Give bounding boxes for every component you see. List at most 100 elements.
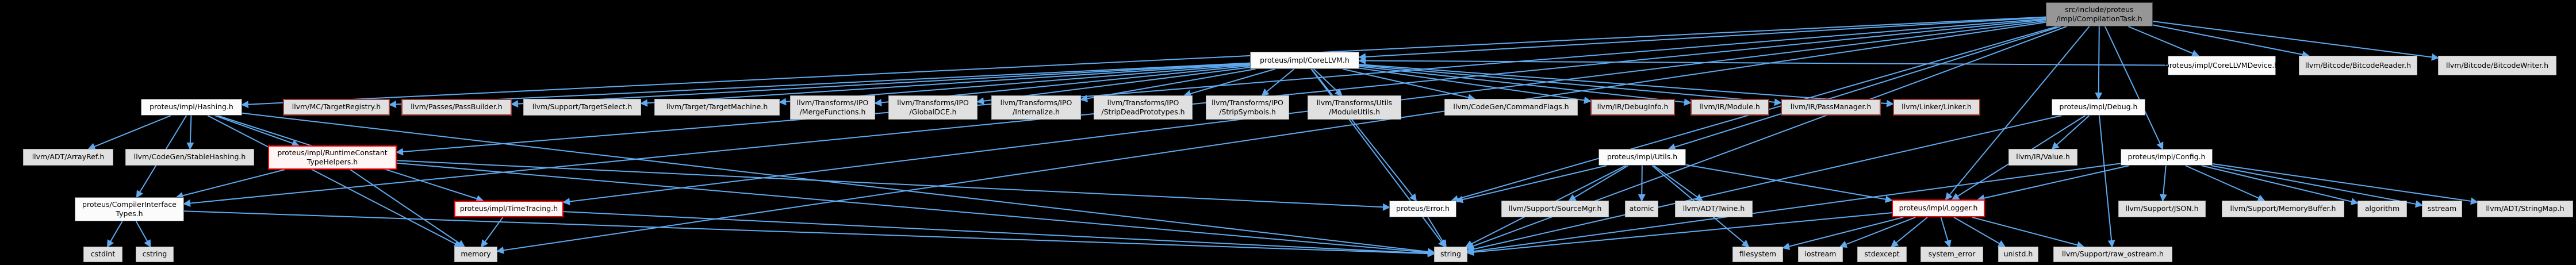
- graph-node-system-error[interactable]: system_error: [1920, 247, 1983, 262]
- graph-node-target-select[interactable]: llvm/Support/TargetSelect.h: [523, 99, 641, 116]
- edge-hashing-to-stable-hashing: [186, 115, 194, 150]
- edge-core-llvm-to-debug-info: [1359, 67, 1592, 104]
- graph-node-logger[interactable]: proteus/impl/Logger.h: [1892, 199, 1985, 217]
- edge-core-llvm-to-strip-dead-prototypes: [1183, 68, 1275, 98]
- edge-logger-to-iostream: [1839, 217, 1916, 248]
- graph-node-command-flags[interactable]: llvm/CodeGen/CommandFlags.h: [1444, 99, 1578, 116]
- edge-compilation-task-to-time-tracing: [562, 20, 2046, 205]
- edge-core-llvm-to-strip-symbols: [1261, 68, 1295, 97]
- graph-node-iostream[interactable]: iostream: [1798, 247, 1843, 262]
- edge-debug-to-raw-ostream: [2098, 115, 2115, 248]
- edge-utils-to-error: [1455, 165, 1607, 203]
- graph-node-linker[interactable]: llvm/Linker/Linker.h: [1893, 99, 1980, 116]
- edge-core-llvm-to-target-select: [640, 63, 1251, 107]
- graph-node-compilation-task[interactable]: src/include/proteus /impl/CompilationTas…: [2046, 2, 2153, 26]
- graph-node-global-dce[interactable]: llvm/Transforms/IPO /GlobalDCE.h: [888, 95, 977, 120]
- edge-config-to-string-map: [2212, 163, 2478, 205]
- edge-logger-to-raw-ostream: [1972, 217, 2085, 249]
- graph-node-memory[interactable]: memory: [454, 247, 497, 262]
- edge-core-llvm-to-command-flags: [1342, 68, 1476, 101]
- graph-node-twine[interactable]: llvm/ADT/Twine.h: [1675, 201, 1753, 217]
- edge-utils-to-logger: [1685, 164, 1893, 203]
- edge-logger-to-unistd: [1953, 217, 2006, 247]
- graph-node-filesystem[interactable]: filesystem: [1732, 247, 1783, 262]
- edge-compilation-task-to-bitcode-reader: [2152, 24, 2310, 59]
- graph-node-cstring[interactable]: cstring: [136, 247, 174, 262]
- graph-node-atomic[interactable]: atomic: [1625, 201, 1658, 217]
- edge-compilation-task-to-config: [2104, 26, 2164, 150]
- edge-time-tracing-to-memory: [481, 217, 504, 248]
- edge-rc-type-helpers-to-compiler-interface-types: [175, 169, 285, 199]
- graph-node-internalize[interactable]: llvm/Transforms/IPO /Internalize.h: [991, 95, 1081, 120]
- graph-node-strip-dead-prototypes[interactable]: llvm/Transforms/IPO /StripDeadPrototypes…: [1094, 95, 1193, 120]
- graph-node-utils[interactable]: proteus/impl/Utils.h: [1598, 149, 1686, 166]
- graph-node-unistd[interactable]: unistd.h: [1998, 247, 2038, 262]
- graph-node-string[interactable]: string: [1434, 247, 1467, 262]
- graph-node-string-map[interactable]: llvm/ADT/StringMap.h: [2477, 201, 2573, 217]
- edge-core-llvm-to-target-registry: [389, 62, 1251, 108]
- graph-node-json[interactable]: llvm/Support/JSON.h: [2118, 201, 2206, 217]
- edge-utils-to-source-mgr: [1568, 165, 1629, 201]
- edge-hashing-to-array-ref: [87, 115, 171, 150]
- graph-node-compiler-interface-types[interactable]: proteus/CompilerInterface Types.h: [75, 197, 184, 221]
- edge-time-tracing-to-string: [563, 211, 1435, 258]
- edge-debug-to-string: [1466, 115, 2062, 253]
- graph-node-debug[interactable]: proteus/impl/Debug.h: [2052, 99, 2145, 116]
- graph-node-core-llvm[interactable]: proteus/impl/CoreLLVM.h: [1250, 52, 1359, 69]
- graph-node-pass-builder[interactable]: llvm/Passes/PassBuilder.h: [401, 99, 512, 116]
- graph-node-target-machine[interactable]: llvm/Target/TargetMachine.h: [654, 99, 780, 116]
- graph-node-debug-info[interactable]: llvm/IR/DebugInfo.h: [1590, 99, 1675, 116]
- graph-node-target-registry[interactable]: llvm/MC/TargetRegistry.h: [283, 99, 390, 116]
- edge-compiler-interface-types-to-string: [183, 210, 1435, 258]
- edge-logger-to-stdexcept: [1891, 217, 1928, 248]
- graph-node-sstream[interactable]: sstream: [2422, 201, 2462, 217]
- edge-compilation-task-to-utils: [1667, 26, 2061, 151]
- edge-utils-to-twine: [1653, 165, 1704, 202]
- edge-config-to-json: [2159, 165, 2167, 202]
- edge-compilation-task-to-core-llvm: [1358, 17, 2046, 61]
- graph-node-bitcode-reader[interactable]: llvm/Bitcode/BitcodeReader.h: [2299, 56, 2417, 75]
- edge-compilation-task-to-hashing: [241, 16, 2046, 109]
- edge-config-to-sstream: [2210, 165, 2423, 208]
- edge-config-to-algorithm: [2201, 165, 2359, 205]
- graph-node-hashing[interactable]: proteus/impl/Hashing.h: [141, 99, 242, 116]
- edge-core-llvm-to-pass-builder: [511, 63, 1251, 108]
- edge-compiler-interface-types-to-cstdint: [106, 221, 123, 248]
- edge-rc-type-helpers-to-string: [396, 162, 1435, 256]
- graph-node-array-ref[interactable]: llvm/ADT/ArrayRef.h: [23, 149, 113, 166]
- edge-core-llvm-to-error: [1311, 68, 1417, 202]
- graph-node-config[interactable]: proteus/impl/Config.h: [2121, 149, 2213, 166]
- graph-node-ir-value[interactable]: llvm/IR/Value.h: [2008, 149, 2077, 166]
- graph-node-strip-symbols[interactable]: llvm/Transforms/IPO /StripSymbols.h: [1206, 95, 1289, 120]
- edge-error-to-string: [1427, 217, 1447, 248]
- graph-node-error[interactable]: proteus/Error.h: [1389, 201, 1456, 217]
- edge-logger-to-string: [1466, 212, 1892, 256]
- graph-node-time-tracing[interactable]: proteus/impl/TimeTracing.h: [454, 201, 564, 217]
- edge-hashing-to-rc-type-helpers: [214, 115, 300, 147]
- graph-node-algorithm[interactable]: algorithm: [2358, 201, 2407, 217]
- graph-node-pass-manager[interactable]: llvm/IR/PassManager.h: [1781, 99, 1881, 116]
- graph-node-core-llvm-device[interactable]: proteus/impl/CoreLLVMDevice.h: [2165, 56, 2279, 75]
- graph-node-module-utils[interactable]: llvm/Transforms/Utils /ModuleUtils.h: [1308, 95, 1401, 120]
- graph-node-source-mgr[interactable]: llvm/Support/SourceMgr.h: [1501, 201, 1609, 217]
- edge-core-llvm-to-module-utils: [1313, 68, 1343, 97]
- edge-config-to-string: [1466, 163, 2121, 255]
- graph-node-merge-functions[interactable]: llvm/Transforms/IPO /MergeFunctions.h: [790, 95, 875, 120]
- edge-rc-type-helpers-to-memory: [350, 169, 466, 248]
- graph-node-stable-hashing[interactable]: llvm/CodeGen/StableHashing.h: [125, 149, 254, 166]
- edge-core-llvm-to-ir-module: [1359, 66, 1692, 106]
- edge-core-llvm-device-to-core-llvm: [1358, 57, 2168, 66]
- graph-node-memory-buffer[interactable]: llvm/Support/MemoryBuffer.h: [2222, 201, 2344, 217]
- edge-hashing-to-memory: [207, 115, 462, 247]
- graph-node-ir-module[interactable]: llvm/IR/Module.h: [1690, 99, 1769, 116]
- graph-node-bitcode-writer[interactable]: llvm/Bitcode/BitcodeWriter.h: [2438, 56, 2556, 75]
- edge-core-llvm-to-internalize: [1080, 68, 1256, 102]
- graph-node-stdexcept[interactable]: stdexcept: [1857, 247, 1907, 262]
- edge-compilation-task-to-rc-type-helpers: [396, 18, 2046, 156]
- graph-node-rc-type-helpers[interactable]: proteus/impl/RuntimeConstant TypeHelpers…: [268, 145, 397, 170]
- graph-node-raw-ostream[interactable]: llvm/Support/raw_ostream.h: [2053, 247, 2172, 262]
- edge-compilation-task-to-core-llvm-device: [2128, 26, 2200, 57]
- graph-node-cstdint[interactable]: cstdint: [83, 247, 122, 262]
